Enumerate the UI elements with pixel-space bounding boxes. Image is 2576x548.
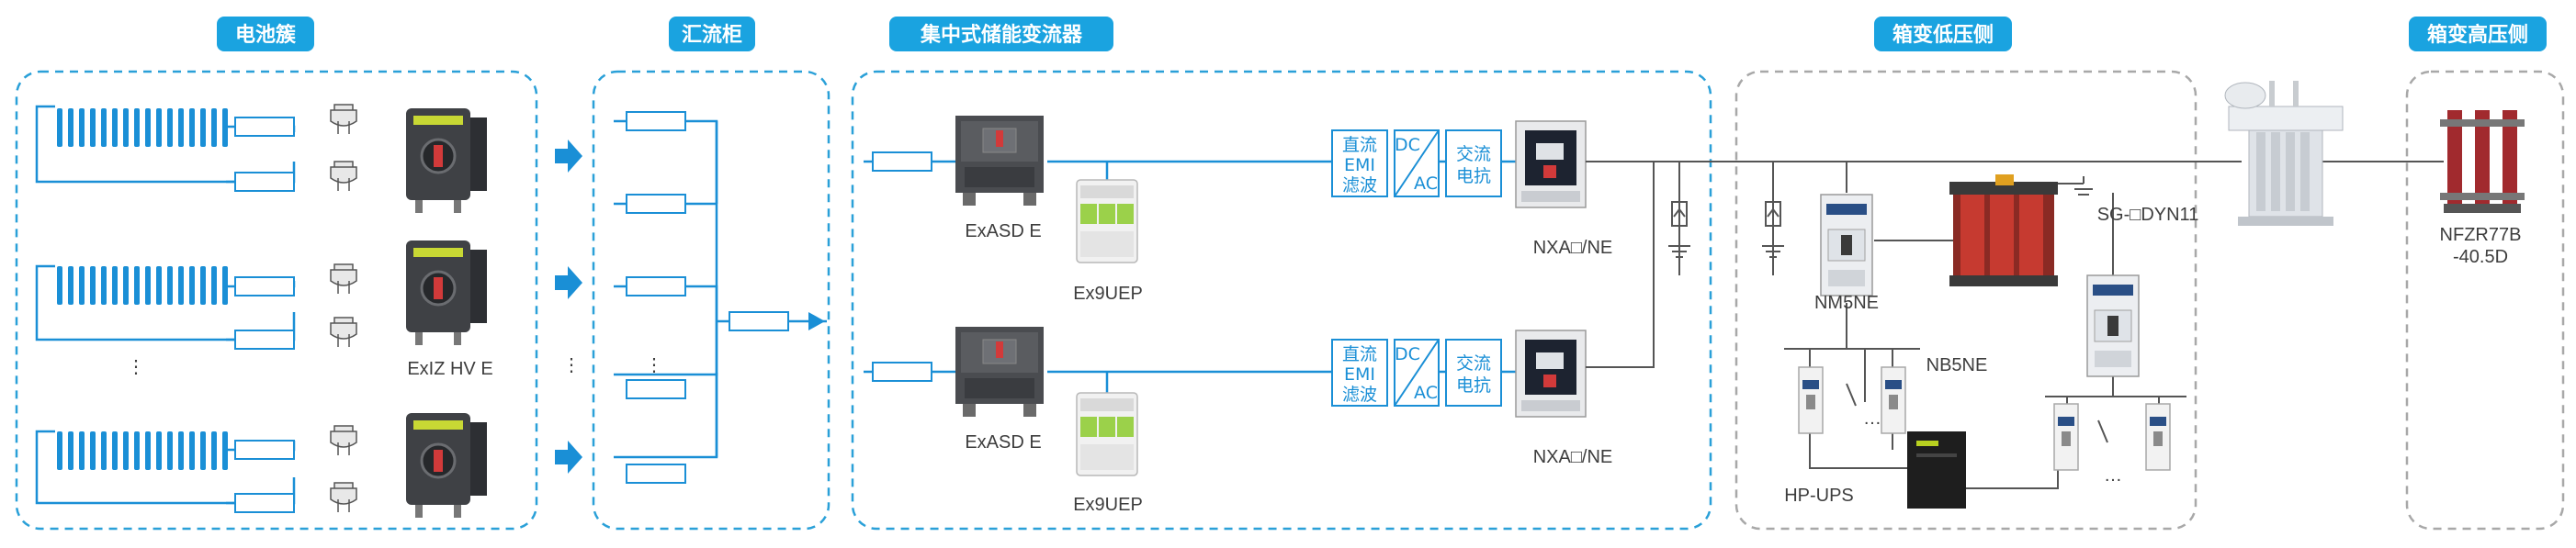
svg-text:箱变低压侧: 箱变低压侧 <box>1892 23 1994 47</box>
pcs-input-fuses <box>872 151 932 382</box>
acb-bottom-label: ExASD E <box>965 432 1041 453</box>
combiner-frame <box>592 70 830 531</box>
lv-side-frame <box>1734 70 2198 531</box>
ground-symbols <box>1668 176 2093 258</box>
pcs-frame <box>851 70 1712 531</box>
battery-cluster-frame <box>15 70 538 531</box>
svg-text:电抗: 电抗 <box>1456 375 1491 396</box>
nxa-bottom-label: NXA□/NE <box>1533 447 1613 467</box>
mcb-ellipsis-2: … <box>2104 465 2122 486</box>
svg-text:滤波: 滤波 <box>1342 385 1377 405</box>
arrow-vertical-ellipsis: ⋮ <box>562 355 581 375</box>
ups-unit <box>1907 431 1966 509</box>
svg-text:集中式储能变流器: 集中式储能变流器 <box>920 23 1083 47</box>
mccb-label: NM5NE <box>1814 293 1879 313</box>
aux-transformer-label: SG-□DYN11 <box>2097 205 2199 225</box>
ups-label: HP-UPS <box>1784 486 1854 506</box>
header-combiner: 汇流柜 <box>669 17 755 51</box>
aux-transformer <box>1949 174 2058 286</box>
flow-arrows <box>555 140 582 474</box>
svg-text:EMI: EMI <box>1344 155 1375 175</box>
hv-switch-label-line2: -40.5D <box>2453 247 2508 267</box>
spd-bottom-label: Ex9UEP <box>1073 495 1143 515</box>
combiner-fuses <box>626 111 789 484</box>
svg-text:箱变高压侧: 箱变高压侧 <box>2427 23 2528 47</box>
combiner-vertical-ellipsis: ⋮ <box>645 355 663 375</box>
hv-switchgear <box>2440 110 2525 213</box>
svg-text:直流: 直流 <box>1342 135 1377 155</box>
mccb-secondary <box>2086 274 2140 377</box>
battery-fuses <box>234 117 295 513</box>
hv-switch-label-line1: NFZR77B <box>2440 225 2522 245</box>
pcs-spds <box>1076 179 1138 476</box>
isolator-label: ExIZ HV E <box>407 359 492 379</box>
header-lv-side: 箱变低压侧 <box>1874 17 2012 51</box>
svg-text:电抗: 电抗 <box>1456 166 1491 186</box>
battery-connectors <box>330 104 357 513</box>
mcb-label: NB5NE <box>1926 355 1988 375</box>
nxa-breakers <box>1515 120 1587 418</box>
battery-vertical-ellipsis: ⋮ <box>127 357 145 377</box>
mcb-group-2 <box>2053 403 2171 471</box>
svg-text:DC: DC <box>1395 135 1420 155</box>
svg-text:交流: 交流 <box>1456 144 1491 164</box>
svg-text:电池簇: 电池簇 <box>235 23 297 47</box>
svg-text:AC: AC <box>1414 173 1438 194</box>
svg-text:交流: 交流 <box>1456 353 1491 374</box>
svg-text:直流: 直流 <box>1342 344 1377 364</box>
pcs-acbs <box>955 115 1045 418</box>
header-battery-cluster: 电池簇 <box>217 17 314 51</box>
svg-text:AC: AC <box>1414 383 1438 403</box>
main-transformer <box>2224 81 2344 226</box>
nxa-top-label: NXA□/NE <box>1533 238 1613 258</box>
svg-text:滤波: 滤波 <box>1342 175 1377 196</box>
ac-busbar <box>1586 161 2444 489</box>
mcb-ellipsis-1: … <box>1863 408 1881 429</box>
battery-string-row-1 <box>57 108 228 147</box>
isolator-switches <box>404 106 489 520</box>
battery-string-row-3 <box>57 431 228 470</box>
mcb-group-1 <box>1798 366 1906 434</box>
svg-text:DC: DC <box>1395 344 1420 364</box>
battery-string-row-2 <box>57 266 228 305</box>
hv-side-frame <box>2405 70 2565 531</box>
svg-text:汇流柜: 汇流柜 <box>682 23 742 47</box>
header-pcs: 集中式储能变流器 <box>889 17 1113 51</box>
acb-top-label: ExASD E <box>965 221 1041 241</box>
converter-chain-top: 直流 EMI 滤波 DC AC 交流 电抗 <box>1331 129 1502 197</box>
spd-top-label: Ex9UEP <box>1073 284 1143 304</box>
header-hv-side: 箱变高压侧 <box>2409 17 2547 51</box>
svg-text:EMI: EMI <box>1344 364 1375 385</box>
mccb-nm5ne <box>1820 194 1873 296</box>
converter-chain-bottom: 直流 EMI 滤波 DC AC 交流 电抗 <box>1331 339 1502 407</box>
combiner-output-arrow <box>808 312 825 330</box>
